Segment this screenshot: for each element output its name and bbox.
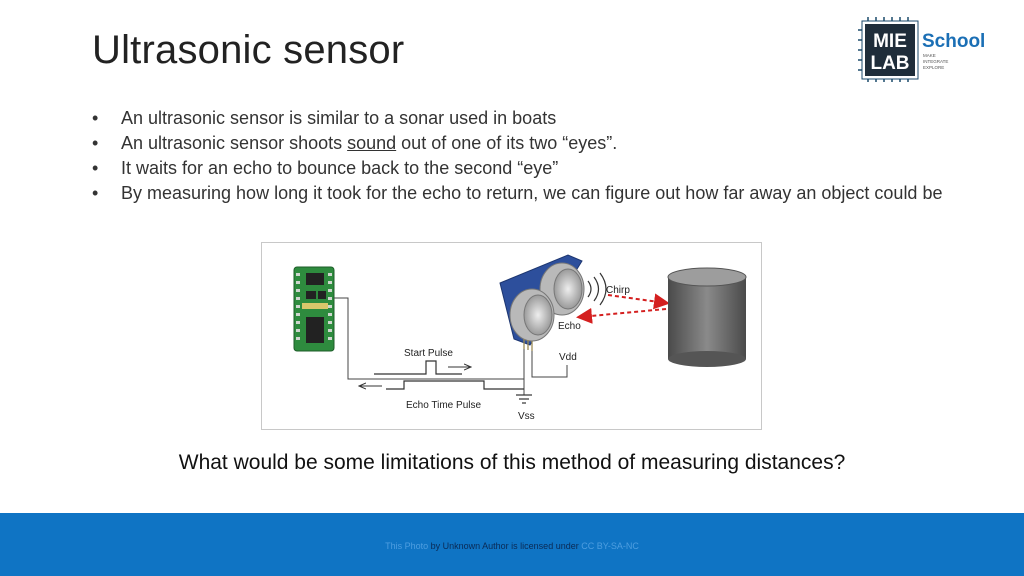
license-link[interactable]: CC BY-SA-NC	[581, 541, 639, 551]
bullet-item: • By measuring how long it took for the …	[92, 181, 952, 206]
bullet-item: • An ultrasonic sensor is similar to a s…	[92, 106, 952, 131]
bullet-text: It waits for an echo to bounce back to t…	[121, 158, 559, 178]
bullet-dot: •	[92, 133, 99, 153]
slide-title: Ultrasonic sensor	[92, 28, 405, 72]
vdd-label: Vdd	[559, 352, 577, 363]
ultrasonic-sensor	[499, 254, 585, 351]
bullet-dot: •	[92, 183, 99, 203]
bullet-item: • An ultrasonic sensor shoots sound out …	[92, 131, 952, 156]
bullet-item: • It waits for an echo to bounce back to…	[92, 156, 952, 181]
logo-tagline-1: MAKE	[923, 53, 936, 58]
sound-wave-icon	[587, 272, 607, 306]
attribution-text: by Unknown Author is licensed under	[430, 541, 579, 551]
bullet-dot: •	[92, 108, 99, 128]
underlined-word: sound	[347, 133, 397, 153]
chip-icon: MIE LAB	[858, 17, 919, 82]
diagram-svg: Chirp Echo Vdd Vss Start Pulse Echo Time…	[293, 254, 747, 422]
microcontroller-board	[293, 266, 335, 352]
logo-mark-bottom: LAB	[870, 53, 909, 74]
photo-link[interactable]: This Photo	[385, 541, 429, 551]
ultrasonic-diagram: Chirp Echo Vdd Vss Start Pulse Echo Time…	[261, 242, 762, 430]
ground-icon	[516, 394, 532, 404]
bullet-dot: •	[92, 158, 99, 178]
bullet-text-after: out of one of its two “eyes”.	[396, 133, 618, 153]
mie-lab-school-logo: MIE LAB School MAKE INTEGRATE EXPLORE	[858, 17, 985, 82]
chirp-label: Chirp	[606, 285, 630, 296]
attribution-line: This Photo by Unknown Author is licensed…	[0, 541, 1024, 551]
logo-word: School	[922, 31, 985, 52]
bullet-text-before: An ultrasonic sensor shoots	[121, 133, 348, 153]
bullet-text: By measuring how long it took for the ec…	[121, 183, 943, 203]
echo-label: Echo	[558, 321, 581, 332]
logo-tagline-2: INTEGRATE	[923, 59, 948, 64]
vss-label: Vss	[518, 411, 535, 422]
logo-tagline-3: EXPLORE	[923, 65, 944, 70]
bullet-text: An ultrasonic sensor is similar to a son…	[121, 108, 557, 128]
start-pulse-label: Start Pulse	[404, 348, 453, 359]
echo-time-pulse-label: Echo Time Pulse	[406, 400, 481, 411]
logo-mark-top: MIE	[873, 31, 907, 52]
target-object	[667, 267, 747, 367]
discussion-question: What would be some limitations of this m…	[178, 451, 846, 474]
footer-bar: This Photo by Unknown Author is licensed…	[0, 513, 1024, 576]
bullet-list: • An ultrasonic sensor is similar to a s…	[92, 106, 952, 206]
